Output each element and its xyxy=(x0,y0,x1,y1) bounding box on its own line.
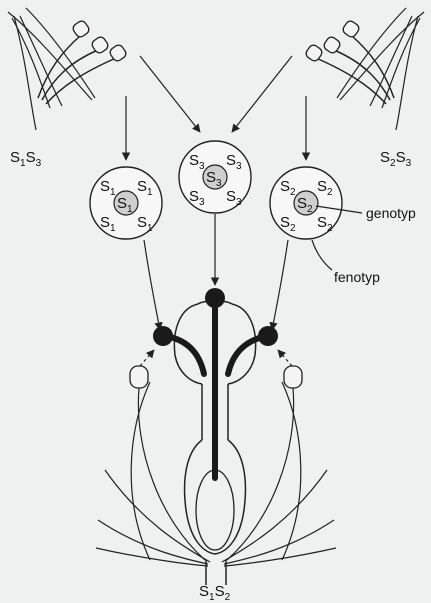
pollen-grain-3: S2 S2 S2 S2 S2 xyxy=(270,167,342,239)
pollen-on-stigma-right xyxy=(258,326,278,346)
flower-top-right xyxy=(304,8,424,130)
pollen-on-stigma-left xyxy=(153,326,173,346)
pollen-grain-1: S1 S1 S1 S1 S1 xyxy=(90,167,162,239)
pollen-on-stigma-middle xyxy=(205,288,225,308)
genotype-label: genotyp xyxy=(366,205,416,221)
pollen-grain-2: S3 S3 S3 S3 S3 xyxy=(179,141,251,213)
phenotype-label: fenotyp xyxy=(334,269,380,285)
parent-left-genotype: S1S3 xyxy=(10,149,42,169)
flower-top-left xyxy=(8,8,128,130)
parent-right-genotype: S2S3 xyxy=(380,149,412,169)
phenotype-leader xyxy=(312,240,332,270)
parent-bottom-genotype: S1S2 xyxy=(199,583,231,603)
